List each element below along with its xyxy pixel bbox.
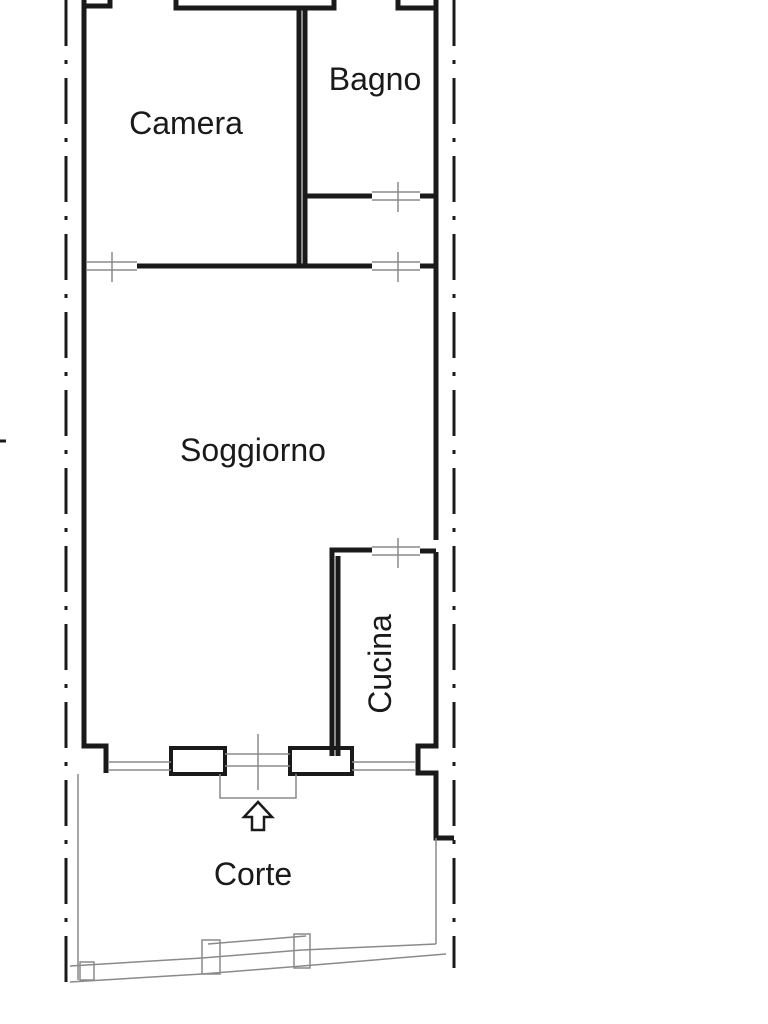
facade-piers [169,746,354,776]
property-boundaries [64,0,456,995]
up-arrow-outline-icon [241,800,275,832]
gate-line-a [69,943,437,967]
gate-pillar-b [293,933,311,969]
room-label-bagno: Bagno [329,61,422,97]
top-wall-left-segment [84,0,113,9]
room-label-soggiorno: Soggiorno [180,432,326,468]
pier-left [169,746,227,776]
room-label-cucina: Cucina [362,614,398,714]
cucina-wall [329,547,372,756]
left-exterior-wall [81,0,109,773]
top-wall-right-segment [395,0,436,11]
interior-walls [137,8,436,756]
gate-post-left [79,961,95,981]
room-label-camera: Camera [129,105,243,141]
entrance-step [219,774,297,799]
thin-lines [69,182,447,983]
gate-pillar-a [201,939,221,975]
top-wall-middle-segment [173,0,337,11]
room-label-corte: Corte [214,856,292,892]
gate-line-b [69,953,447,983]
pier-right [288,746,354,776]
gate-rail-top [207,935,307,945]
right-lower-wall [415,552,454,841]
